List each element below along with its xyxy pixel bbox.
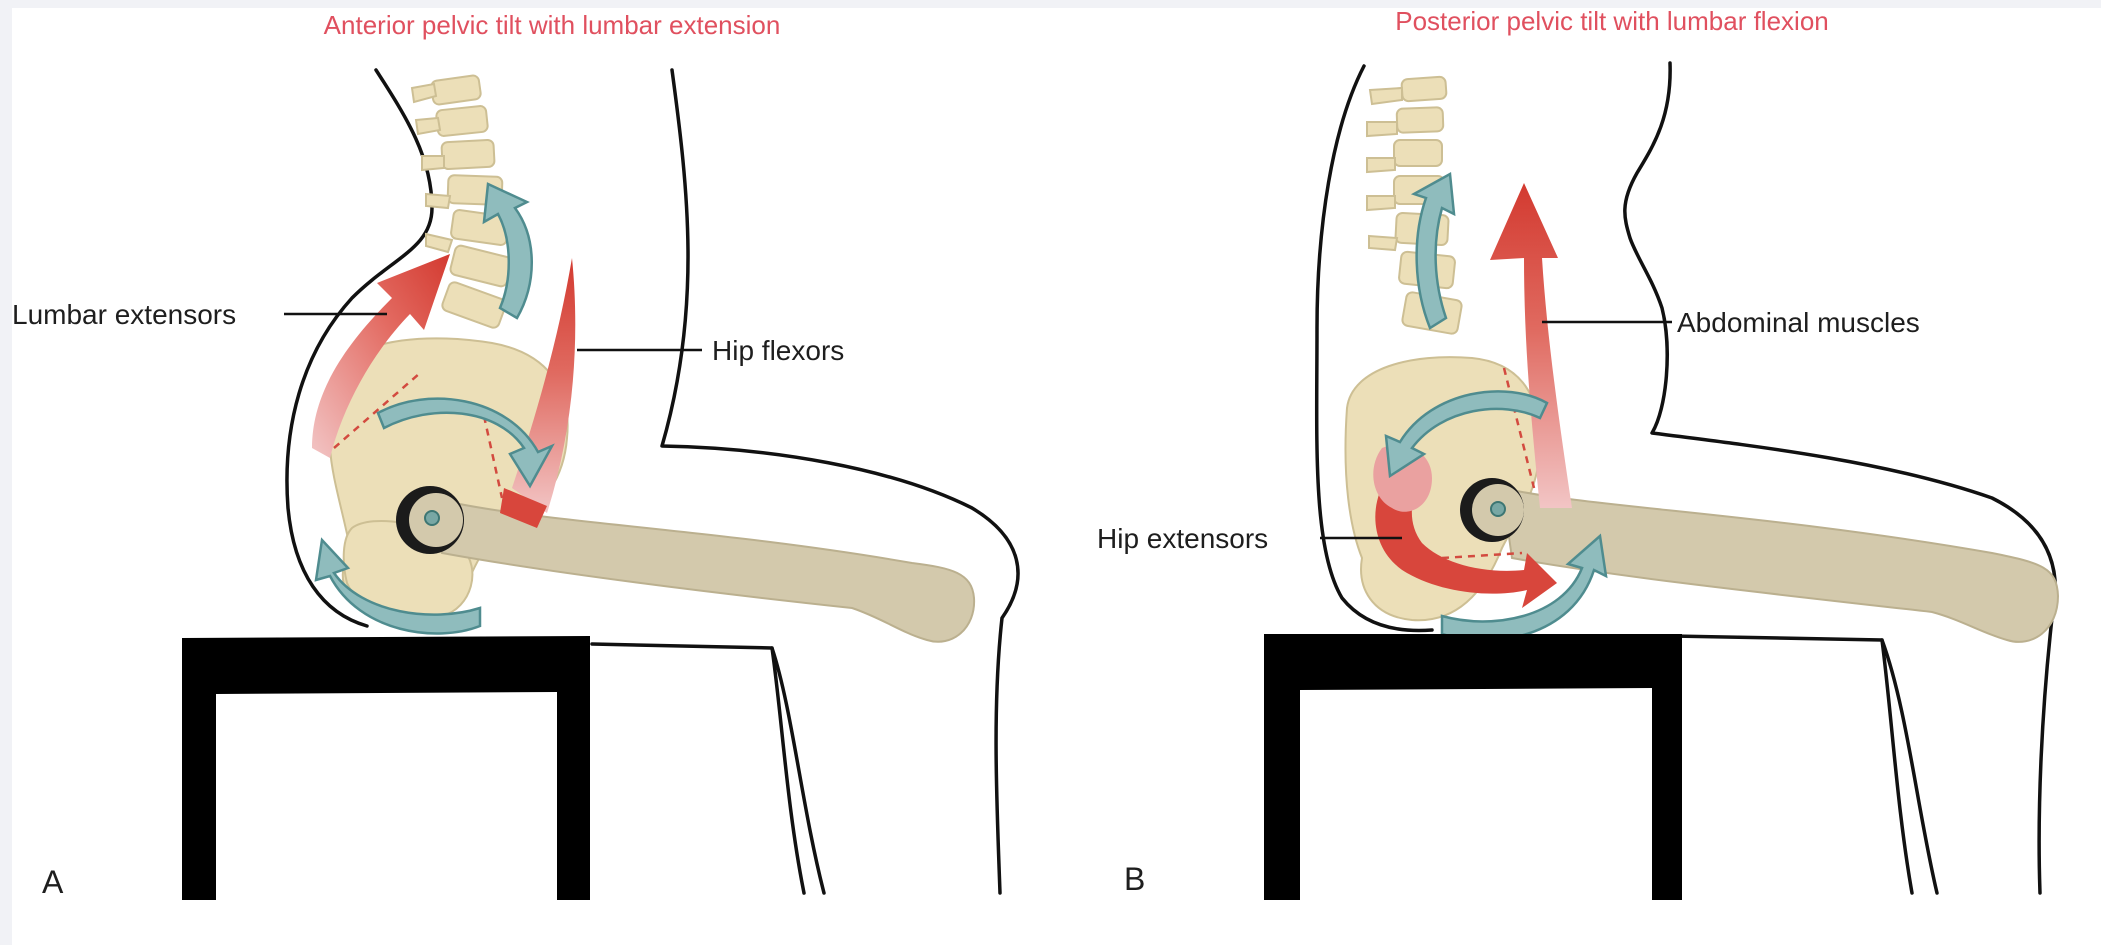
panel-a: Anterior pelvic tilt with lumbar extensi… (12, 10, 1018, 900)
panel-b-label-abdominal-muscles: Abdominal muscles (1677, 307, 1920, 338)
panel-a-femur (432, 498, 974, 642)
panel-a-chair (182, 636, 590, 900)
panel-a-title: Anterior pelvic tilt with lumbar extensi… (324, 10, 781, 40)
panel-a-hip-axis (425, 511, 439, 525)
panel-b-hip-axis (1491, 502, 1505, 516)
diagram-canvas: Anterior pelvic tilt with lumbar extensi… (12, 8, 2101, 945)
panel-b-front-outline (1625, 63, 2056, 893)
panel-b-letter: B (1124, 861, 1145, 897)
figure: Anterior pelvic tilt with lumbar extensi… (12, 8, 2101, 945)
panel-a-letter: A (42, 864, 64, 900)
panel-b-label-hip-extensors: Hip extensors (1097, 523, 1268, 554)
panel-b: Posterior pelvic tilt with lumbar flexio… (1097, 8, 2058, 900)
panel-a-front-outline (662, 70, 1018, 893)
panel-a-label-lumbar-extensors: Lumbar extensors (12, 299, 236, 330)
panel-b-chair (1264, 634, 1682, 900)
panel-b-title: Posterior pelvic tilt with lumbar flexio… (1395, 8, 1829, 36)
panel-b-thigh-underside (1672, 636, 1937, 893)
panel-a-thigh-underside (592, 644, 824, 893)
panel-a-label-hip-flexors: Hip flexors (712, 335, 844, 366)
panel-b-calf-line (1882, 640, 1912, 893)
